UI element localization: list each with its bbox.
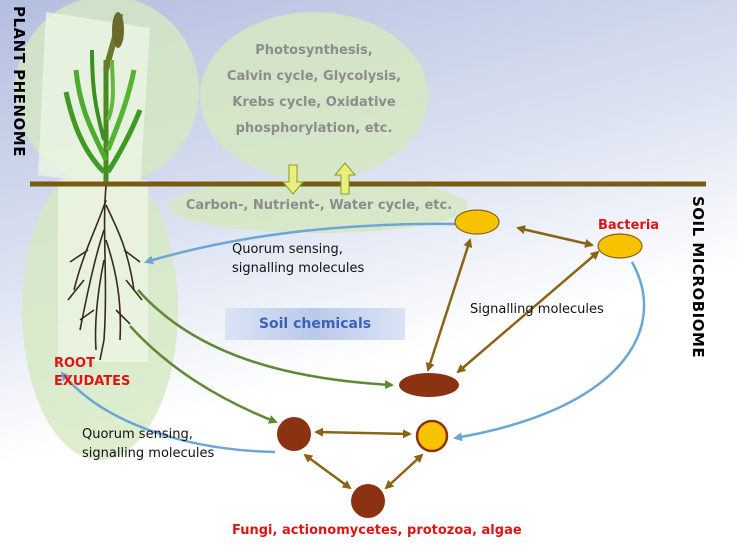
bacteria-to-yellow-arrow bbox=[453, 261, 646, 442]
quorum-line: Quorum sensing, bbox=[82, 427, 193, 442]
process-cycle-arrows bbox=[281, 162, 357, 195]
plant-phenome-label: PLANT PHENOME bbox=[10, 6, 28, 157]
process-line: Photosynthesis, bbox=[255, 43, 373, 58]
root-system-icon bbox=[67, 185, 143, 361]
process-line: Calvin cycle, Glycolysis, bbox=[226, 69, 402, 84]
microbe-top-yellow bbox=[454, 209, 500, 235]
plant-shoot-icon bbox=[63, 12, 143, 182]
quorum-line: signalling molecules bbox=[82, 446, 215, 461]
quorum-arrow-top bbox=[144, 222, 456, 265]
link-yellow-bottom bbox=[384, 453, 424, 490]
quorum-line: Quorum sensing, bbox=[232, 242, 343, 257]
quorum-sensing-bottom: Quorum sensing, signalling molecules bbox=[82, 425, 214, 463]
quorum-line: signalling molecules bbox=[232, 261, 365, 276]
processes-text: Photosynthesis, Calvin cycle, Glycolysis… bbox=[214, 38, 414, 142]
link-top-bacteria bbox=[516, 225, 594, 248]
root-exudates-label: ROOT EXUDATES bbox=[54, 355, 130, 391]
signalling-molecules-label: Signalling molecules bbox=[470, 302, 604, 317]
exudate-arrow-1 bbox=[137, 289, 394, 390]
processes-ellipse bbox=[200, 12, 428, 180]
root-exudates-line: ROOT bbox=[54, 356, 95, 371]
link-bacteria-center bbox=[456, 250, 600, 374]
soil-chemicals-box: Soil chemicals bbox=[225, 308, 405, 340]
microbe-center-brown bbox=[399, 373, 459, 397]
quorum-arrow-bottom bbox=[60, 371, 276, 454]
soil-microbiome-label: SOIL MICROBIOME bbox=[689, 196, 707, 359]
link-left-bottom bbox=[303, 453, 352, 490]
cycles-text: Carbon-, Nutrient-, Water cycle, etc. bbox=[185, 198, 453, 213]
microbe-bottom-brown bbox=[351, 484, 385, 518]
process-line: Krebs cycle, Oxidative bbox=[232, 95, 396, 110]
microbe-left-brown bbox=[277, 417, 311, 451]
exudate-arrow-2 bbox=[129, 325, 278, 424]
root-exudates-line: EXUDATES bbox=[54, 374, 131, 389]
link-top-center bbox=[425, 238, 473, 372]
soil-chemicals-label: Soil chemicals bbox=[258, 316, 372, 332]
cycles-ellipse bbox=[168, 179, 468, 233]
fungi-label: Fungi, actionomycetes, protozoa, algae bbox=[232, 523, 522, 538]
bacteria-yellow bbox=[597, 233, 643, 259]
bacteria-label: Bacteria bbox=[598, 218, 660, 233]
process-line: phosphorylation, etc. bbox=[235, 121, 393, 136]
quorum-sensing-top: Quorum sensing, signalling molecules bbox=[232, 240, 364, 278]
microbe-yellow-ring bbox=[415, 419, 449, 453]
link-left-yellow bbox=[314, 427, 412, 439]
